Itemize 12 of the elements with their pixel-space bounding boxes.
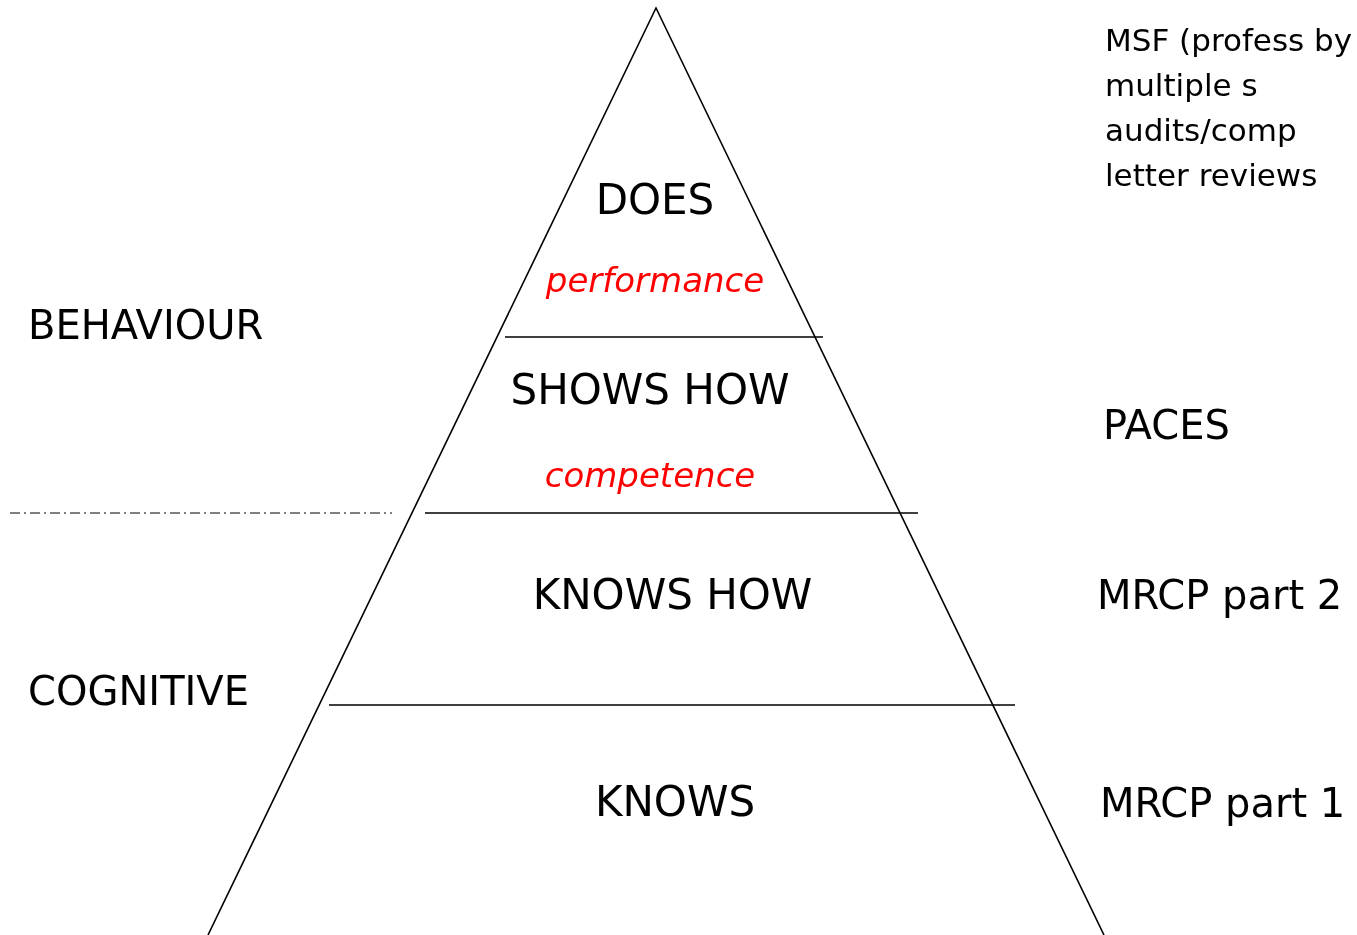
assessment-note: MSF (profess by multiple s audits/comp letter reviews <box>1105 21 1354 195</box>
domain-label: BEHAVIOUR <box>28 302 264 348</box>
tier-label: DOES <box>595 175 715 224</box>
tier-subtitle: competence <box>544 455 756 495</box>
domain-label: COGNITIVE <box>28 668 249 714</box>
tier-label: SHOWS HOW <box>510 365 790 414</box>
assessment-label: MRCP part 2 <box>1097 572 1343 618</box>
assessment-label: PACES <box>1103 402 1230 448</box>
tier-subtitle: performance <box>545 260 765 300</box>
assessment-label: MRCP part 1 <box>1100 780 1346 826</box>
tier-label: KNOWS HOW <box>532 570 813 619</box>
tier-label: KNOWS <box>594 777 756 826</box>
